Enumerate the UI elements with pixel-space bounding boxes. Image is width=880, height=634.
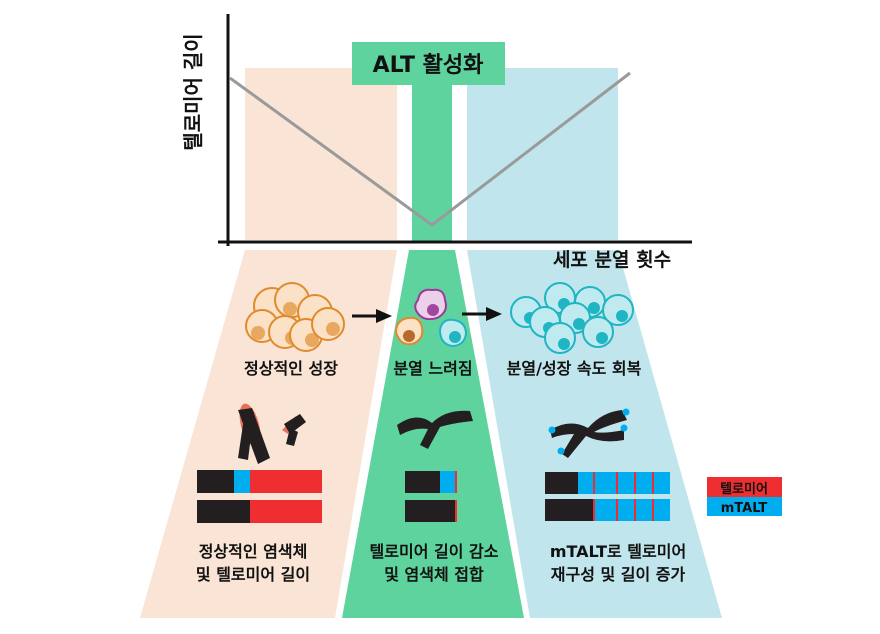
restored-chromosome-icon bbox=[548, 408, 630, 458]
caption-slowed-line1: 텔로미어 길이 감소 bbox=[370, 542, 499, 561]
normal-chromosomes-icon bbox=[238, 403, 306, 464]
legend: 텔로미어 mTALT bbox=[707, 477, 782, 516]
arrow-icon bbox=[462, 307, 502, 321]
y-axis-label: 텔로미어 길이 bbox=[181, 33, 205, 150]
legend-label-mtalt: mTALT bbox=[721, 501, 768, 516]
alt-activation-banner: ALT 활성화 bbox=[352, 42, 505, 85]
caption-slowed-line2: 및 염색체 접합 bbox=[384, 565, 484, 584]
caption-normal-line1: 정상적인 염색체 bbox=[199, 542, 308, 561]
recovered-cells-icon bbox=[510, 282, 634, 354]
alt-banner-label: ALT 활성화 bbox=[373, 53, 484, 78]
stage-label-slowed: 분열 느려짐 bbox=[393, 359, 472, 378]
stage-label-normal: 정상적인 성장 bbox=[244, 359, 338, 378]
legend-swatch-mtalt bbox=[707, 497, 782, 516]
caption-normal-line2: 및 텔로미어 길이 bbox=[196, 565, 310, 584]
mtalt-telomere-bars bbox=[545, 472, 670, 521]
caption-recovered-line2: 재구성 및 길이 증가 bbox=[551, 565, 686, 584]
caption-recovered-line1: mTALT로 텔로미어 bbox=[550, 542, 686, 561]
legend-swatch-telomere bbox=[707, 477, 782, 497]
stage-label-recovered: 분열/성장 속도 회복 bbox=[507, 359, 642, 378]
shortened-telomere-bars bbox=[405, 471, 457, 522]
arrow-icon bbox=[352, 309, 392, 323]
legend-label-telomere: 텔로미어 bbox=[720, 481, 768, 497]
normal-cells-icon bbox=[245, 282, 345, 352]
slowed-cells-icon bbox=[394, 288, 468, 348]
x-axis-label: 세포 분열 횟수 bbox=[553, 249, 671, 271]
fused-chromosome-icon bbox=[397, 410, 473, 449]
normal-telomere-bars bbox=[197, 470, 322, 523]
telomere-length-trend-line bbox=[229, 71, 631, 227]
normal-panel bbox=[140, 68, 397, 618]
